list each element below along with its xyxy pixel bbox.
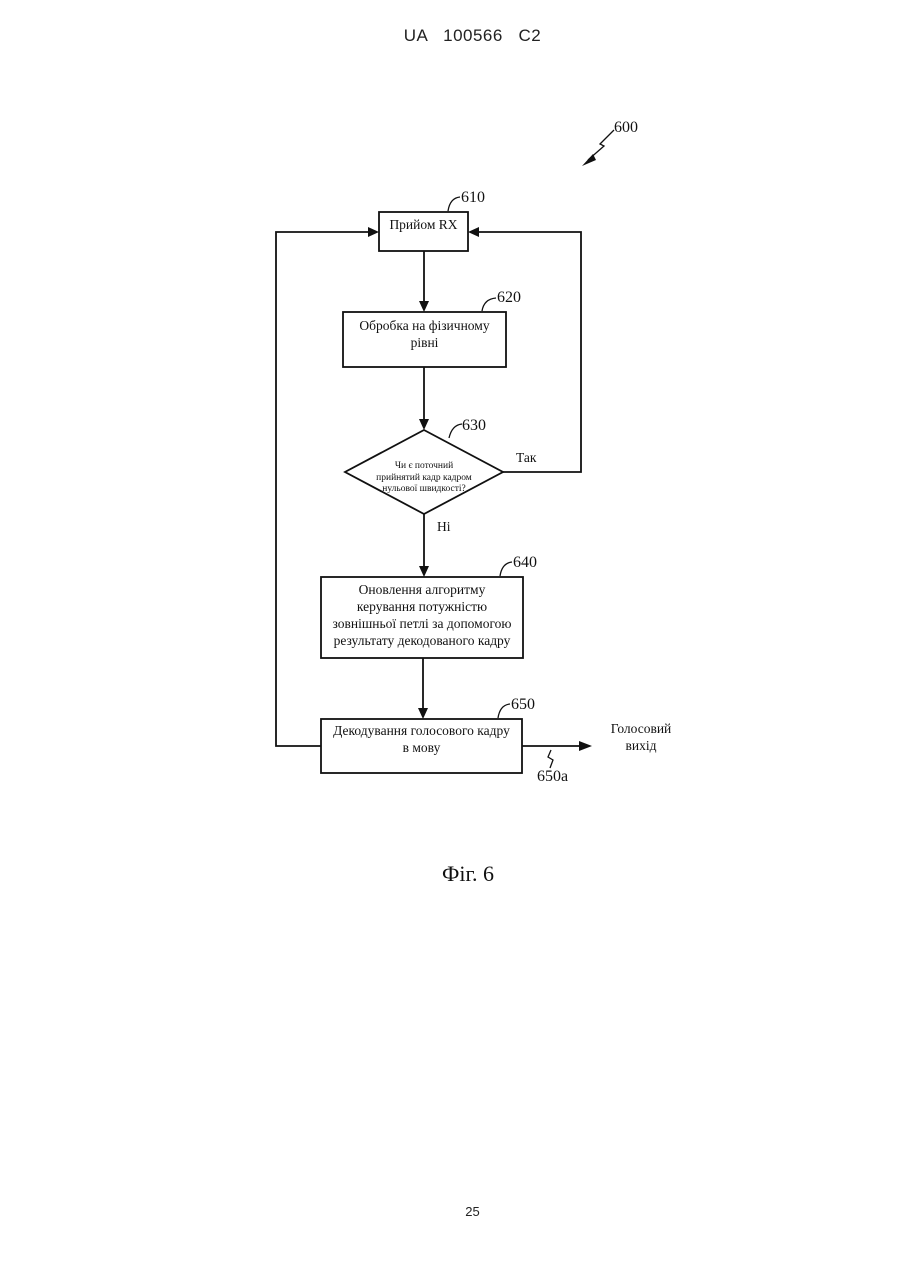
figure-ref-600: 600	[582, 119, 638, 166]
edge-output-arrowhead	[579, 741, 592, 751]
ref-label-650a: 650a	[537, 768, 568, 785]
edge-no-label: Ні	[437, 519, 451, 534]
box-620-text-line-1: Обробка на фізичному	[359, 318, 489, 333]
box-650-text-line-2: в мову	[403, 740, 441, 755]
edge-650-output: 650a Голосовий вихід	[522, 721, 671, 785]
ref-leader-610	[448, 197, 460, 211]
box-640-text-line-1: Оновлення алгоритму	[359, 582, 486, 597]
figure-ref-label: 600	[614, 119, 638, 136]
edge-yes-label: Так	[516, 450, 537, 465]
node-640: Оновлення алгоритму керування потужністю…	[321, 554, 537, 658]
diamond-630	[345, 430, 503, 514]
edge-630-no-to-640: Ні	[419, 514, 451, 577]
ref-leader-650	[498, 704, 510, 718]
edge-610-to-620	[419, 251, 429, 312]
node-630: Чи є поточний прийнятий кадр кадром нуль…	[345, 417, 503, 514]
ref-label-630: 630	[462, 417, 486, 434]
node-650: Декодування голосового кадру в мову 650	[321, 696, 535, 773]
edge-620-630-arrowhead	[419, 419, 429, 430]
diamond-630-text-line-1: Чи є поточний	[395, 460, 453, 471]
edge-610-620-arrowhead	[419, 301, 429, 312]
output-label-line-1: Голосовий	[611, 721, 672, 736]
page-number: 25	[0, 1204, 901, 1219]
box-640-text-line-3: зовнішньої петлі за допомогою	[332, 616, 511, 631]
edge-640-650-arrowhead	[418, 708, 428, 719]
ref-label-640: 640	[513, 554, 537, 571]
diamond-630-text-line-2: прийнятий кадр кадром	[376, 472, 472, 483]
box-610-text: Прийом RX	[389, 217, 457, 232]
ref-label-650: 650	[511, 696, 535, 713]
edge-650-to-610	[276, 227, 379, 746]
ref-leader-620	[482, 298, 496, 311]
diamond-630-text-line-3: нульової швидкості?	[382, 484, 466, 494]
node-620: Обробка на фізичному рівні 620	[343, 289, 521, 367]
figure-caption: Фіг. 6	[442, 861, 494, 886]
edge-640-to-650	[418, 658, 428, 719]
ref-leader-650a	[548, 750, 553, 768]
ref-leader-640	[500, 562, 512, 576]
edge-loop-arrowhead	[368, 227, 379, 237]
edge-no-arrowhead	[419, 566, 429, 577]
output-label-line-2: вихід	[626, 738, 657, 753]
ref-label-610: 610	[461, 189, 485, 206]
edge-loop-line	[276, 232, 369, 746]
edge-620-to-630	[419, 367, 429, 430]
box-650-text-line-1: Декодування голосового кадру	[333, 723, 510, 738]
ref-leader-630	[449, 424, 462, 438]
figure-ref-arrowhead	[582, 154, 596, 166]
box-640-text-line-2: керування потужністю	[357, 599, 487, 614]
box-640-text-line-4: результату декодованого кадру	[334, 633, 511, 648]
edge-yes-arrowhead	[468, 227, 479, 237]
node-610: Прийом RX 610	[379, 189, 485, 251]
box-620-text-line-2: рівні	[411, 335, 439, 350]
ref-label-620: 620	[497, 289, 521, 306]
